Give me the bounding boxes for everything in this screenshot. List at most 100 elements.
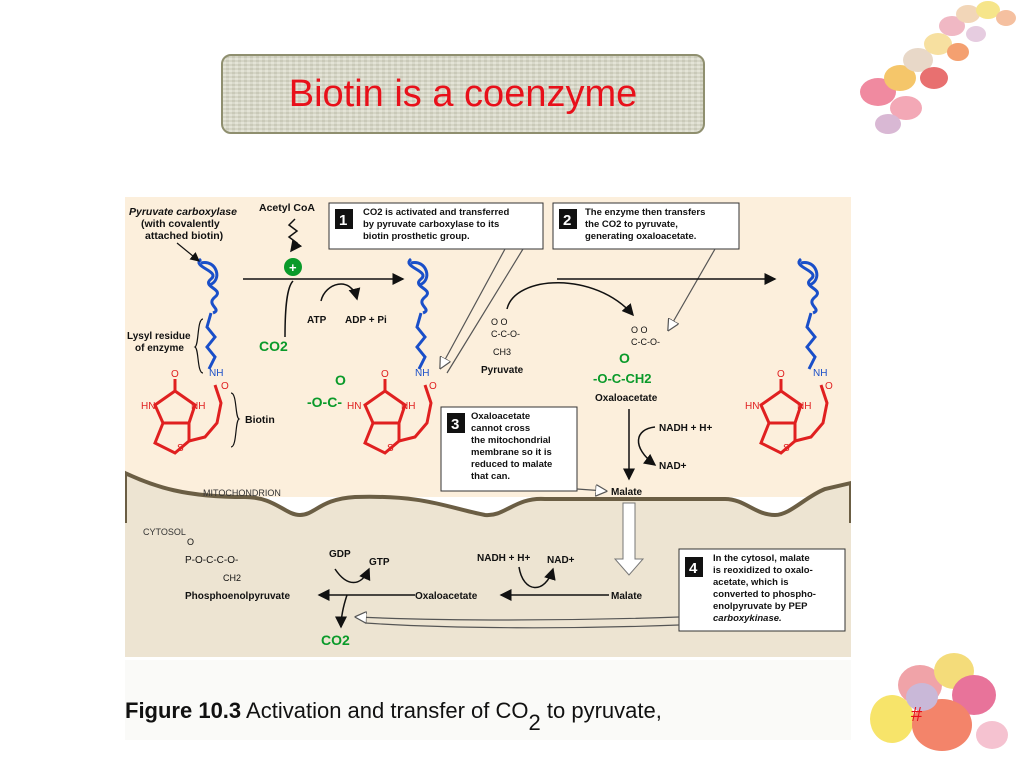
step-1-box: 1 CO2 is activated and transferred by py… [328, 202, 544, 250]
pep-o-top: O [187, 537, 194, 547]
plus-sign: + [289, 260, 297, 275]
pyruvate-o-labels: O O [491, 317, 508, 327]
gtp-label: GTP [369, 557, 390, 568]
enzyme-label-3: attached biotin) [145, 230, 223, 242]
lysyl-label-2: of enzyme [135, 343, 184, 354]
step-4-line-6: carboxykinase. [713, 613, 782, 624]
caption-text-after: to pyruvate, [540, 698, 662, 723]
candy-eggs-decoration-bottom [870, 653, 1008, 751]
step-3-line-5: reduced to malate [471, 459, 552, 470]
mito-malate-label: Malate [611, 487, 643, 498]
caption-text: Activation and transfer of CO [241, 698, 529, 723]
biotin3-lys-nh: NH [813, 368, 827, 379]
pep-formula: P-O-C-C-O- [185, 555, 238, 566]
step-4-num: 4 [689, 560, 698, 577]
atp-label: ATP [307, 315, 327, 326]
caption-subscript: 2 [528, 710, 541, 735]
step-3-line-6: that can. [471, 471, 510, 482]
adp-pi-label: ADP + Pi [345, 315, 387, 326]
pyruvate-formula: C-C-O- [491, 329, 520, 339]
biotin3-nh-label: NH [797, 401, 811, 412]
cytosol-label: CYTOSOL [143, 527, 186, 537]
step-2-line-1: The enzyme then transfers [585, 207, 705, 218]
oaa-green-o: O [619, 350, 630, 366]
mitochondrion-label: MITOCHONDRION [203, 488, 281, 498]
acetyl-coa-label: Acetyl CoA [259, 202, 315, 214]
pyruvate-ch3: CH3 [493, 347, 511, 357]
biotin2-n-label: HN [347, 401, 361, 412]
mito-nadh-label: NADH + H+ [659, 423, 713, 434]
carboxy-o-top: O [335, 372, 346, 388]
step-4-line-3: acetate, which is [713, 577, 789, 588]
pep-ch2: CH2 [223, 573, 241, 583]
step-3-line-2: cannot cross [471, 423, 530, 434]
malate-transport-arrow [613, 502, 645, 576]
pyruvate-label: Pyruvate [481, 365, 524, 376]
pathway-diagram: O HN NH S NH O O HN NH S NH O O HN NH S … [125, 197, 851, 657]
biotin3-o-label: O [777, 369, 785, 380]
biotin3-hn-label: HN [745, 401, 759, 412]
slide-title: Biotin is a coenzyme [288, 72, 638, 115]
gdp-label: GDP [329, 549, 351, 560]
pep-label: Phosphoenolpyruvate [185, 591, 290, 602]
lysyl-label-1: Lysyl residue [127, 331, 191, 342]
step-1-line-3: biotin prosthetic group. [363, 231, 470, 242]
biotin1-hn-label: HN [141, 401, 155, 412]
oaa-label: Oxaloacetate [595, 393, 658, 404]
biotin2-o-label: O [381, 369, 389, 380]
biotin1-nh-label: NH [191, 401, 205, 412]
biotin1-carbonyl-o: O [221, 381, 229, 392]
enzyme-coil-1 [197, 257, 219, 370]
candy-eggs-decoration-top [860, 1, 1016, 134]
biotin-ring-2 [363, 379, 433, 455]
step-3-num: 3 [451, 416, 459, 433]
cyt-nadh-label: NADH + H+ [477, 553, 531, 564]
oaa-group: -O-C-CH2 [593, 371, 652, 386]
step-4-line-5: enolpyruvate by PEP [713, 601, 808, 612]
step-3-box: 3 Oxaloacetate cannot cross the mitochon… [440, 406, 578, 492]
enzyme-label-1: Pyruvate carboxylase [129, 206, 237, 218]
biotin3-carbonyl-o: O [825, 381, 833, 392]
step-2-num: 2 [563, 212, 571, 229]
step-3-line-3: the mitochondrial [471, 435, 551, 446]
step-1-num: 1 [339, 212, 347, 229]
biotin2-lys-nh: NH [415, 368, 429, 379]
biotin3-s-label: S [783, 443, 790, 454]
step-2-line-3: generating oxaloacetate. [585, 231, 696, 242]
caption-label: Figure 10.3 [125, 698, 242, 723]
biotin-ring-3 [759, 379, 829, 455]
cyt-nad-label: NAD+ [547, 555, 575, 566]
step-4-line-2: is reoxidized to oxalo- [713, 565, 813, 576]
oaa-formula: C-C-O- [631, 337, 660, 347]
co2-output-label: CO2 [321, 632, 350, 648]
cyt-oaa-label: Oxaloacetate [415, 591, 478, 602]
step-4-line-1: In the cytosol, malate [713, 553, 810, 564]
step-2-line-2: the CO2 to pyruvate, [585, 219, 678, 230]
oaa-o-labels: O O [631, 325, 648, 335]
slide-number: # [911, 704, 923, 726]
biotin2-s-label: S [387, 443, 394, 454]
carboxy-group-label: -O-C- [307, 394, 342, 410]
cyt-malate-label: Malate [611, 591, 643, 602]
enzyme-label-2: (with covalently [141, 218, 220, 230]
step-2-box: 2 The enzyme then transfers the CO2 to p… [552, 202, 740, 250]
step-4-line-4: converted to phospho- [713, 589, 816, 600]
biotin-label: Biotin [245, 414, 275, 426]
biotin1-s-label: S [177, 443, 184, 454]
step-1-line-2: by pyruvate carboxylase to its [363, 219, 499, 230]
slide-title-box: Biotin is a coenzyme [221, 54, 705, 134]
biotin2-carbonyl-o: O [429, 381, 437, 392]
biotin1-lys-nh: NH [209, 368, 223, 379]
biotin2-nh-label: NH [401, 401, 415, 412]
co2-input-label: CO2 [259, 338, 288, 354]
enzyme-coil-3 [797, 257, 819, 370]
step-3-line-4: membrane so it is [471, 447, 552, 458]
enzyme-coil-2 [407, 257, 429, 370]
mito-nad-label: NAD+ [659, 461, 687, 472]
plus-activator-icon [284, 258, 302, 276]
step-4-box: 4 In the cytosol, malate is reoxidized t… [678, 548, 846, 632]
step-3-line-1: Oxaloacetate [471, 411, 530, 422]
step-1-line-1: CO2 is activated and transferred [363, 207, 509, 218]
biotin-ring-1 [153, 379, 223, 455]
biotin1-o-label: O [171, 369, 179, 380]
